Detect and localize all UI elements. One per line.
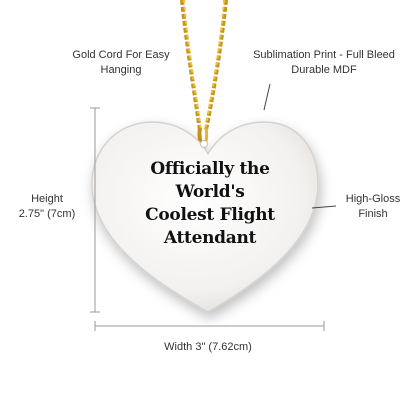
callout-width: Width 3" (7.62cm) — [128, 340, 288, 355]
gold-cord — [180, 0, 228, 153]
callout-height-line-1: Height — [31, 193, 63, 205]
finish-pointer — [311, 205, 337, 209]
ornament-printed-text: Officially the World's Coolest Flight At… — [110, 158, 310, 250]
callout-print-line-2: Durable MDF — [291, 64, 357, 76]
callout-width-line-1: Width 3" (7.62cm) — [164, 341, 252, 353]
width-dimension-line — [94, 321, 325, 331]
ornament-text-line-4: Attendant — [163, 228, 257, 248]
callout-height: Height 2.75" (7cm) — [4, 192, 90, 222]
height-dimension-line — [90, 107, 100, 313]
callout-print-line-1: Sublimation Print - Full Bleed — [253, 49, 395, 61]
callout-finish-line-1: High-Gloss — [345, 193, 401, 205]
callout-sublimation-print: Sublimation Print - Full Bleed Durable M… — [236, 48, 412, 78]
hanging-hole — [200, 140, 208, 148]
callout-finish-line-2: Finish — [358, 208, 388, 220]
callout-gold-cord: Gold Cord For Easy Hanging — [66, 48, 176, 78]
print-pointer — [263, 83, 271, 111]
callout-gold-cord-line-2: Hanging — [100, 64, 142, 76]
ornament-text-line-2: World's — [175, 182, 245, 202]
ornament-text-line-1: Officially the — [150, 159, 270, 179]
callout-height-line-2: 2.75" (7cm) — [18, 208, 76, 220]
ornament-text-line-3: Coolest Flight — [145, 205, 275, 225]
callout-high-gloss-finish: High-Gloss Finish — [330, 192, 416, 222]
callout-gold-cord-line-1: Gold Cord For Easy — [72, 49, 170, 61]
